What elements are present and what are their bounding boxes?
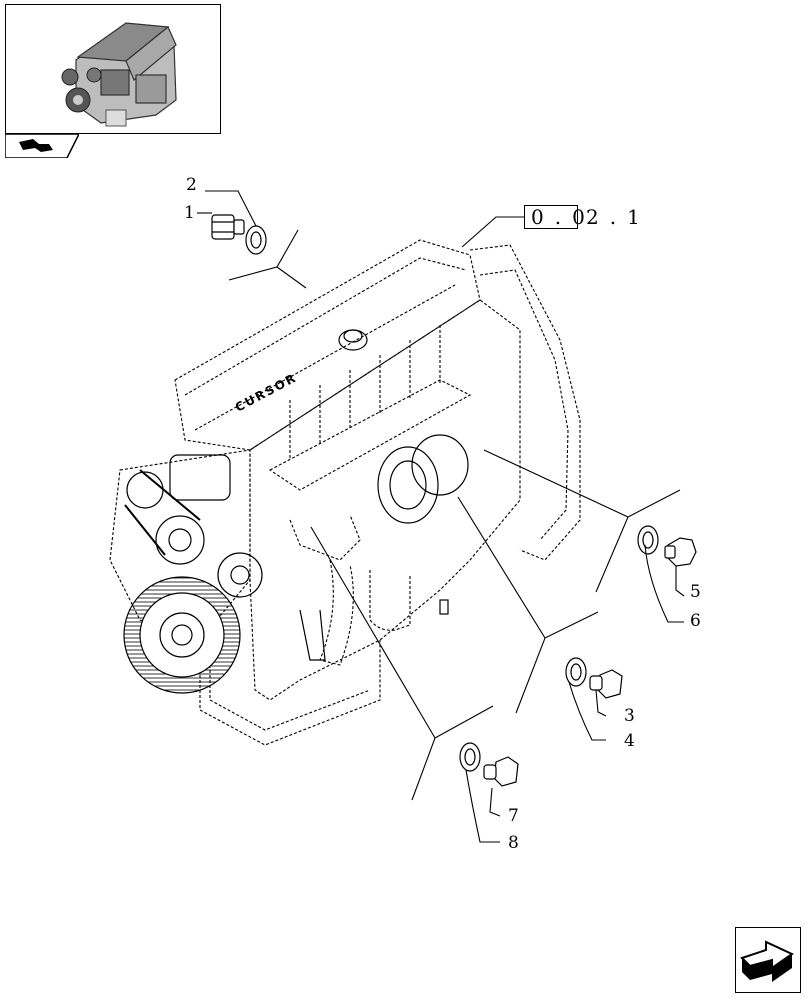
plug-part-3 — [589, 669, 623, 699]
plug-part-1 — [211, 214, 245, 240]
callout-1: 1 — [184, 203, 195, 223]
reference-code-suffix: 2.1 — [586, 205, 651, 229]
next-page-arrow-icon — [740, 940, 794, 982]
engine-group-icon — [4, 133, 81, 159]
callout-2: 2 — [186, 175, 197, 195]
engine-thumbnail[interactable] — [5, 4, 221, 134]
plug-part-5 — [664, 537, 697, 567]
engine-brand-text: CURSOR — [233, 370, 300, 414]
callout-7: 7 — [508, 806, 519, 826]
engine-solid-details — [123, 329, 469, 694]
callout-3: 3 — [624, 706, 635, 726]
plug-part-7 — [483, 756, 519, 787]
callout-4: 4 — [624, 731, 635, 751]
washer-part-8 — [459, 742, 481, 772]
callout-6: 6 — [690, 611, 701, 631]
washer-part-2 — [245, 225, 267, 255]
reference-code-box: 0.0 — [524, 205, 585, 229]
washer-part-4 — [565, 657, 587, 687]
callout-8: 8 — [508, 833, 519, 853]
callout-5: 5 — [690, 582, 701, 602]
next-page-button[interactable] — [735, 927, 801, 993]
leader-lines — [197, 190, 685, 843]
washer-part-6 — [637, 525, 659, 555]
engine-thumbnail-image — [61, 22, 177, 127]
thumbnail-tab[interactable] — [4, 133, 81, 159]
